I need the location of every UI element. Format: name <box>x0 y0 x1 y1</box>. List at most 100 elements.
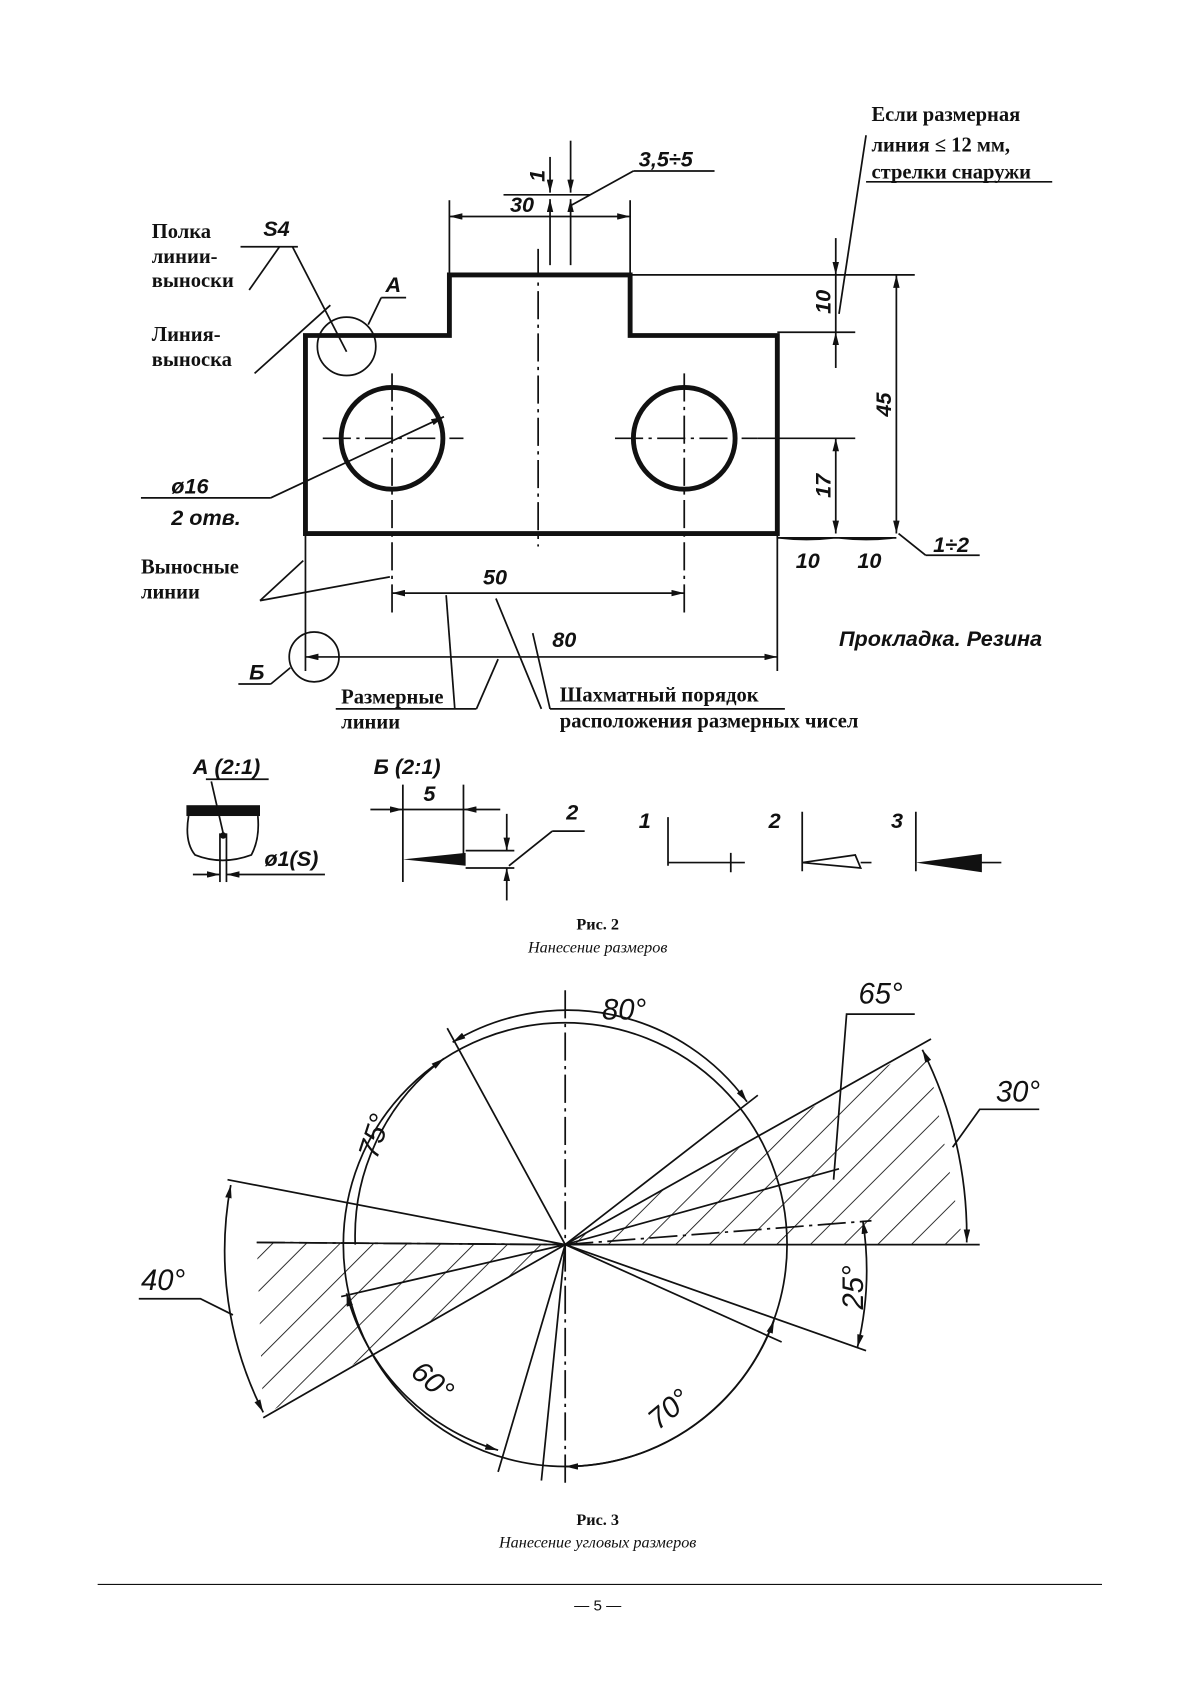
detail-a-outline <box>186 815 260 862</box>
note-line-1: Если размерная <box>871 104 1020 126</box>
leader-s4 <box>291 246 348 353</box>
dim-1-2: 1÷2 <box>933 532 969 557</box>
leader <box>259 559 304 602</box>
label-shelf-3: выноски <box>152 270 234 292</box>
label-leader-1: Линия- <box>152 324 221 346</box>
mark-a: А <box>385 272 402 297</box>
hole-dia-leader <box>270 415 445 499</box>
leader-40 <box>138 1297 234 1316</box>
arc-70 <box>565 1320 775 1470</box>
leader <box>570 170 634 207</box>
leader <box>259 575 391 602</box>
arrow-type-2-open <box>801 811 872 872</box>
leader-30 <box>951 1108 1040 1148</box>
angle-25: 25° <box>838 1265 870 1310</box>
detail-a-circle <box>316 316 377 377</box>
figure-2-text: Полка линии- выноски Линия- выноска Выно… <box>141 104 1042 733</box>
note-line-3: стрелки снаружи <box>871 162 1031 184</box>
note-leader <box>838 135 867 314</box>
ray <box>564 1243 783 1343</box>
page-number: — 5 — <box>574 1597 622 1614</box>
figure-2-caption-text: Нанесение размеров <box>527 938 667 956</box>
thickness-marks <box>777 537 897 541</box>
material-label: Прокладка. Резина <box>839 626 1042 651</box>
label-staggered-1: Шахматный порядок <box>560 684 759 706</box>
figure-3-caption-text: Нанесение угловых размеров <box>498 1534 696 1552</box>
detail-a-dim: ø1(S) <box>264 846 318 871</box>
dim-45: 45 <box>871 392 896 418</box>
note-line-2: линия ≤ 12 мм, <box>871 135 1010 157</box>
dim-30: 30 <box>510 192 534 217</box>
hole-diameter: ø16 <box>171 474 209 499</box>
label-shelf-1: Полка <box>152 221 211 243</box>
arrow-type-1-tick <box>667 817 745 873</box>
label-shelf-2: линии- <box>152 246 218 268</box>
arc-25 <box>856 1220 869 1348</box>
detail-b-dim: 5 <box>423 781 436 806</box>
dim-s4: S4 <box>263 216 289 241</box>
label-dimension-1: Размерные <box>341 686 443 708</box>
dim-80: 80 <box>552 627 576 652</box>
hatched-sector-left <box>256 1242 566 1416</box>
ray <box>564 1094 759 1246</box>
label-staggered-2: расположения размерных чисел <box>560 710 859 732</box>
ray <box>564 1243 867 1352</box>
figure-3-drawing <box>138 990 1040 1489</box>
arrow-type-1-label: 1 <box>639 808 651 833</box>
angle-80: 80° <box>602 994 646 1026</box>
leader <box>508 830 553 867</box>
dim-17: 17 <box>810 473 835 498</box>
arc-75 <box>354 1057 445 1245</box>
detail-views: А (2:1) ø1(S) Б (2:1) 5 2 1 2 3 <box>186 754 1002 901</box>
leader <box>531 632 551 710</box>
angle-60: 60° <box>405 1355 459 1408</box>
leader <box>367 297 382 326</box>
label-dimension-2: линии <box>341 711 400 733</box>
detail-b-circle <box>288 631 340 683</box>
hatched-sector-right <box>565 1044 964 1245</box>
leader <box>254 304 331 375</box>
dim-1: 1 <box>525 170 550 182</box>
dot <box>219 832 227 839</box>
ray <box>446 1027 566 1246</box>
leader <box>248 246 281 291</box>
angle-40: 40° <box>141 1265 185 1297</box>
leader <box>210 781 225 834</box>
dim-10-top: 10 <box>810 290 835 314</box>
ray-dashed <box>565 1219 872 1246</box>
arrow-type-3-filled <box>915 853 982 873</box>
leader-65 <box>832 1013 915 1180</box>
ray <box>564 1168 840 1246</box>
leader <box>897 532 927 556</box>
angle-65: 65° <box>858 978 902 1010</box>
arc-80 <box>452 1009 748 1103</box>
arc-40 <box>223 1184 265 1413</box>
figure-2-drawing <box>140 135 1053 710</box>
label-extension-2: линии <box>141 581 200 603</box>
leader <box>270 667 291 685</box>
dim-3-5-5: 3,5÷5 <box>639 147 694 172</box>
dim-50: 50 <box>483 564 507 589</box>
mark-b: Б <box>249 660 264 685</box>
label-leader-2: выноска <box>152 349 232 371</box>
arrow-type-3-line <box>914 811 1002 872</box>
detail-a-title: А (2:1) <box>192 754 260 779</box>
leader <box>495 598 543 710</box>
label-extension-1: Выносные <box>141 557 239 579</box>
ray <box>340 1243 566 1298</box>
dim-10-b: 10 <box>857 548 881 573</box>
hole-count: 2 отв. <box>170 505 241 530</box>
ray <box>564 1038 932 1246</box>
angle-75: 75° <box>353 1110 397 1162</box>
ray <box>540 1244 567 1481</box>
arrow-type-3-label: 3 <box>891 808 903 833</box>
ray <box>497 1244 567 1473</box>
arc-60 <box>345 1293 499 1452</box>
leader <box>445 595 456 709</box>
leader <box>475 658 499 710</box>
figure-3-caption-title: Рис. 3 <box>576 1511 619 1529</box>
figure-2-caption-title: Рис. 2 <box>576 916 619 934</box>
part-outline <box>303 272 780 536</box>
detail-b-title: Б (2:1) <box>374 754 441 779</box>
